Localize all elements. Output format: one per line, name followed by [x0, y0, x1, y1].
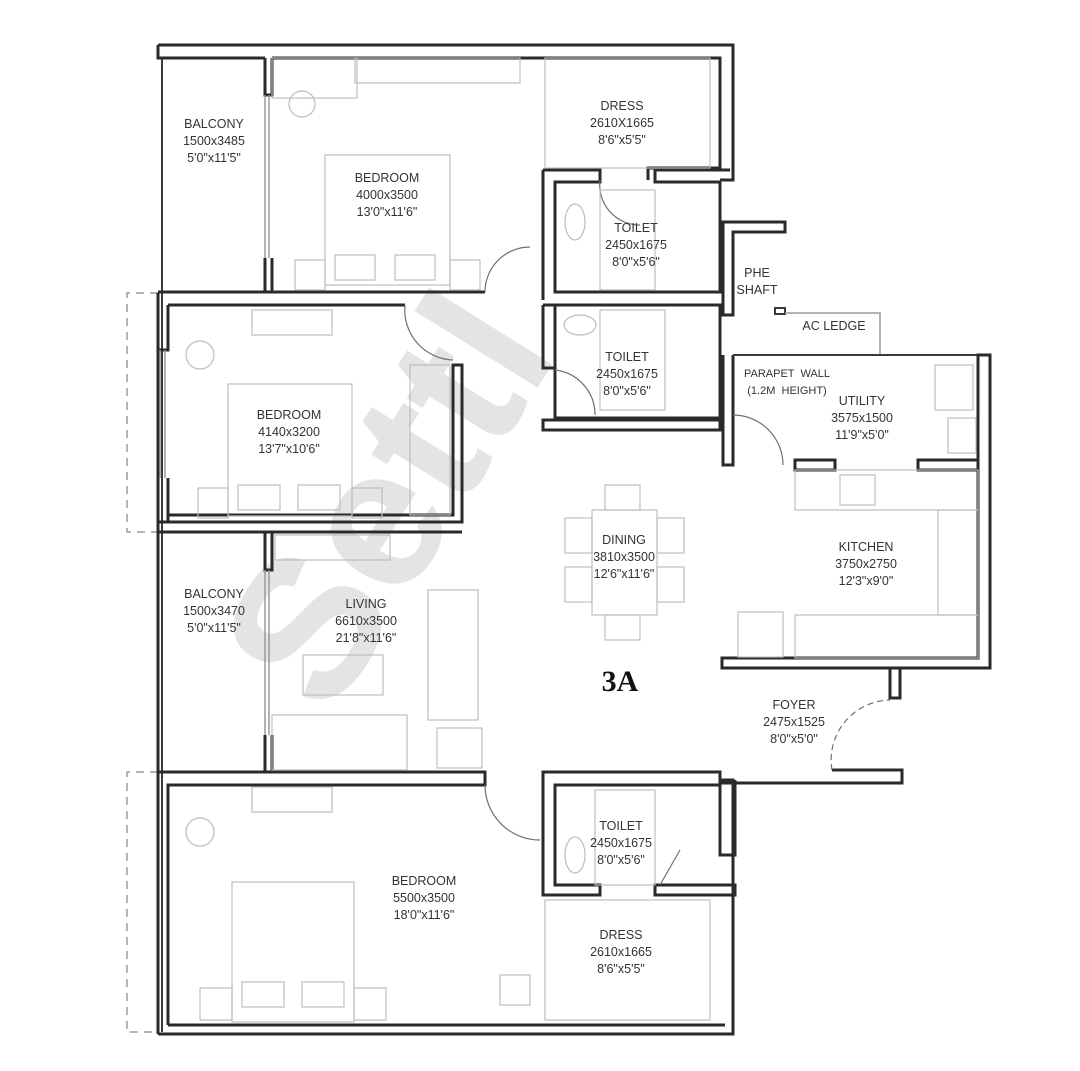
room-metric: 2475x1525: [763, 715, 825, 729]
room-name: PHE: [744, 266, 770, 280]
room-imperial: 8'6"x5'5": [598, 133, 646, 147]
room-name: DINING: [602, 533, 646, 547]
room-metric: 4140x3200: [258, 425, 320, 439]
room-metric: 3750x2750: [835, 557, 897, 571]
room-name: DRESS: [599, 928, 643, 942]
doors: [404, 179, 891, 886]
room-label-living: LIVING 6610x3500 21'8"x11'6": [335, 596, 397, 647]
room-label-toilet-3: TOILET 2450x1675 8'0"x5'6": [590, 818, 652, 869]
room-imperial: 8'0"x5'6": [597, 853, 645, 867]
room-imperial: 8'0"x5'0": [770, 732, 818, 746]
room-imperial: 8'0"x5'6": [603, 384, 651, 398]
room-label-bedroom-2: BEDROOM 4140x3200 13'7"x10'6": [257, 407, 322, 458]
room-label-balcony-1: BALCONY 1500x3485 5'0"x11'5": [183, 116, 245, 167]
svg-text:Settl: Settl: [177, 257, 596, 743]
furniture: [185, 57, 979, 1023]
room-name: UTILITY: [838, 394, 886, 408]
room-label-dress-1: DRESS 2610X1665 8'6"x5'5": [590, 98, 654, 149]
room-name: BEDROOM: [256, 408, 322, 422]
room-imperial: 11'9"x5'0": [835, 428, 889, 442]
room-metric: 2450x1675: [596, 367, 658, 381]
watermark: Settl: [177, 257, 596, 743]
room-name: TOILET: [605, 350, 649, 364]
room-metric: 6610x3500: [335, 614, 397, 628]
room-metric: 5500x3500: [393, 891, 455, 905]
projection-line-lower: [126, 771, 158, 1033]
room-imperial: 21'8"x11'6": [335, 631, 397, 645]
room-metric: 2450x1675: [590, 836, 652, 850]
room-label-phe-shaft: PHE SHAFT: [737, 265, 778, 299]
room-name: KITCHEN: [838, 540, 894, 554]
parapet-text: PARAPET WALL: [744, 368, 830, 380]
room-imperial: 13'7"x10'6": [258, 442, 320, 456]
room-name: BALCONY: [184, 587, 244, 601]
room-label-dress-2: DRESS 2610x1665 8'6"x5'5": [590, 927, 652, 978]
room-metric: 3810x3500: [593, 550, 655, 564]
room-label-foyer: FOYER 2475x1525 8'0"x5'0": [763, 697, 825, 748]
room-metric: 3575x1500: [831, 411, 893, 425]
room-imperial: 8'6"x5'5": [597, 962, 645, 976]
unit-label: 3A: [601, 665, 639, 698]
room-imperial: 5'0"x11'5": [187, 151, 241, 165]
room-metric: 1500x3470: [183, 604, 245, 618]
room-label-toilet-1: TOILET 2450x1675 8'0"x5'6": [605, 220, 667, 271]
room-label-ac-ledge: AC LEDGE: [802, 318, 865, 335]
room-name: BALCONY: [184, 117, 244, 131]
parapet-height: (1.2M HEIGHT): [747, 385, 827, 397]
room-label-kitchen: KITCHEN 3750x2750 12'3"x9'0": [835, 539, 897, 590]
room-metric: 2610X1665: [590, 116, 654, 130]
room-name: TOILET: [599, 819, 643, 833]
room-imperial: 5'0"x11'5": [187, 621, 241, 635]
room-label-dining: DINING 3810x3500 12'6"x11'6": [593, 532, 655, 583]
room-name: LIVING: [345, 597, 387, 611]
room-label-bedroom-3: BEDROOM 5500x3500 18'0"x11'6": [392, 873, 457, 924]
room-imperial: 13'0"x11'6": [356, 205, 418, 219]
room-imperial: 8'0"x5'6": [612, 255, 660, 269]
room-metric: 2610x1665: [590, 945, 652, 959]
room-name: DRESS: [600, 99, 644, 113]
room-imperial: 18'0"x11'6": [393, 908, 455, 922]
room-name: AC LEDGE: [802, 319, 866, 333]
room-name: BEDROOM: [391, 874, 457, 888]
room-label-bedroom-1: BEDROOM 4000x3500 13'0"x11'6": [355, 170, 420, 221]
room-imperial: 12'6"x11'6": [593, 567, 655, 581]
projection-line-upper: [126, 292, 158, 533]
room-name: TOILET: [614, 221, 658, 235]
room-name: FOYER: [772, 698, 816, 712]
room-metric: 4000x3500: [356, 188, 418, 202]
room-label-parapet-wall: PARAPET WALL (1.2M HEIGHT): [744, 366, 830, 400]
room-name: BEDROOM: [354, 171, 420, 185]
room-label-balcony-2: BALCONY 1500x3470 5'0"x11'5": [183, 586, 245, 637]
room-metric: SHAFT: [736, 283, 778, 297]
room-label-utility: UTILITY 3575x1500 11'9"x5'0": [831, 393, 893, 444]
room-metric: 2450x1675: [605, 238, 667, 252]
room-metric: 1500x3485: [183, 134, 245, 148]
room-label-toilet-2: TOILET 2450x1675 8'0"x5'6": [596, 349, 658, 400]
room-imperial: 12'3"x9'0": [838, 574, 894, 588]
